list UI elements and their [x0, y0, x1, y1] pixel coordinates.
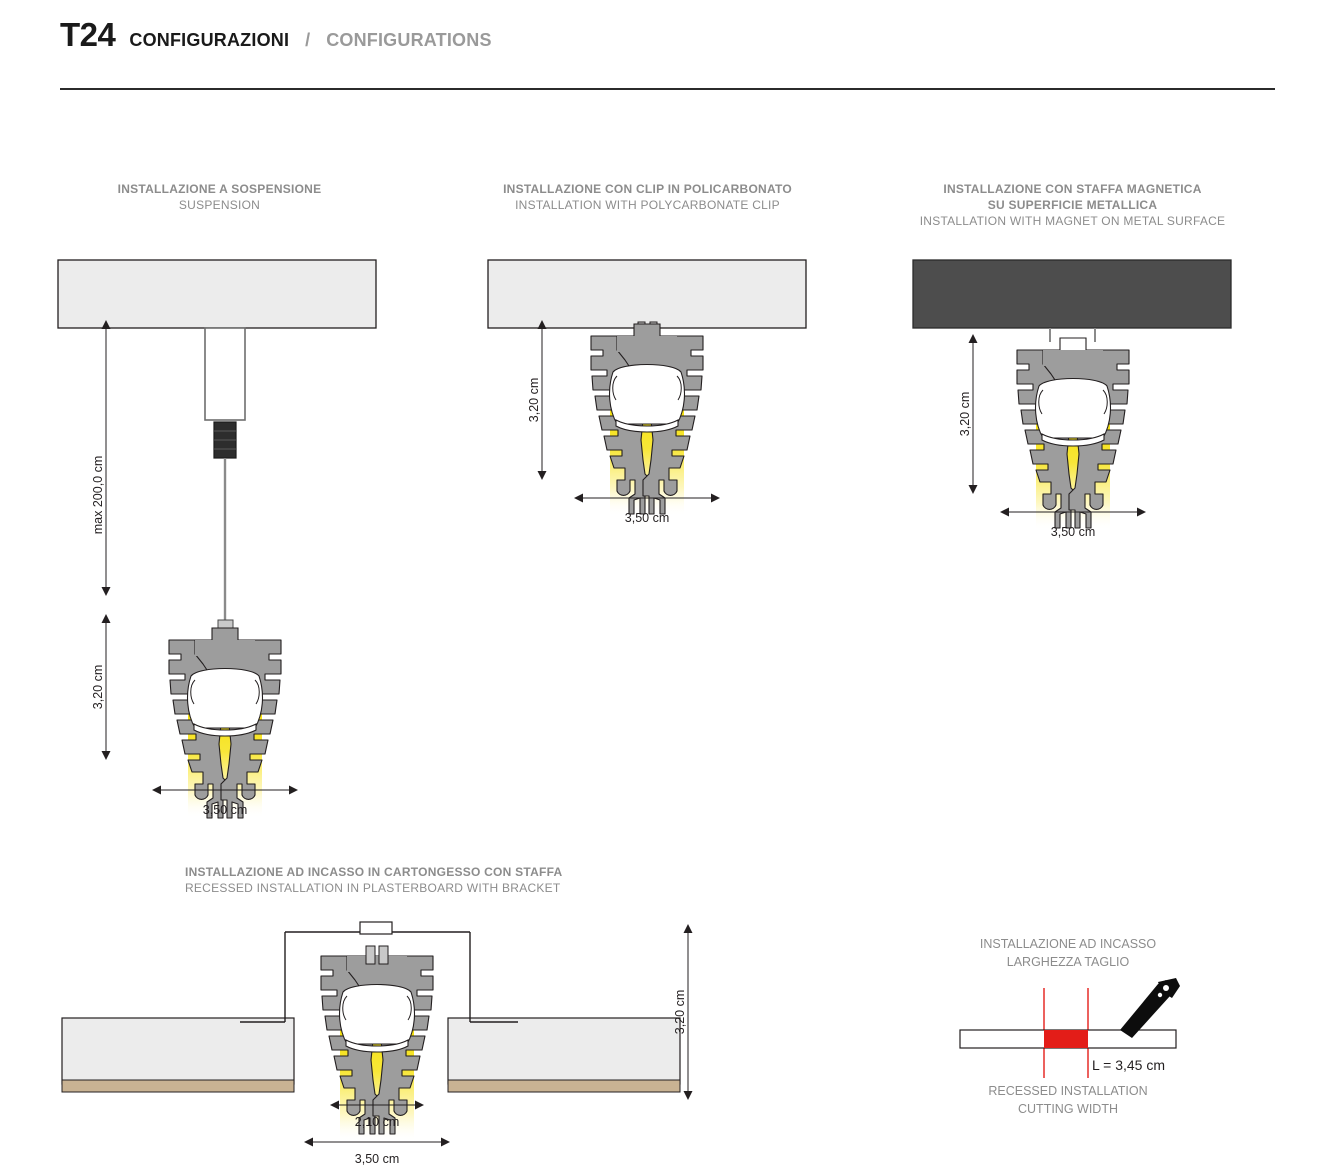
heading-recessed: INSTALLAZIONE AD INCASSO IN CARTONGESSO …: [185, 864, 563, 896]
heading-clip-it: INSTALLAZIONE CON CLIP IN POLICARBONATO: [503, 182, 792, 196]
heading-magnet: INSTALLAZIONE CON STAFFA MAGNETICA SU SU…: [900, 181, 1245, 230]
diagram-recessed: 3,20 cm 2,10 cm 3,50 cm: [40, 910, 740, 1170]
header-divider: [60, 88, 1275, 90]
led-profile: [320, 945, 434, 1135]
heading-suspension: INSTALLAZIONE A SOSPENSIONE SUSPENSION: [47, 181, 392, 213]
dim-height-label: 3,20 cm: [91, 665, 105, 709]
led-profile: [168, 627, 282, 819]
saw-icon: [1120, 978, 1180, 1038]
page-header: T24 CONFIGURAZIONI / CONFIGURATIONS: [60, 18, 492, 51]
dim-inner: 2,10 cm: [330, 1100, 424, 1129]
plasterboard-left: [61, 1017, 295, 1093]
led-profile: [1016, 337, 1130, 529]
diagram-suspension: max 200,0 cm 3,20 cm 3,50 cm: [40, 250, 377, 840]
dim-height: 3,20 cm: [673, 924, 693, 1100]
dim-width: 3,50 cm: [304, 1137, 450, 1166]
dim-height-label: 3,20 cm: [527, 378, 541, 422]
dim-width: 3,50 cm: [1000, 507, 1146, 539]
plasterboard-right: [447, 1017, 681, 1093]
diagram-magnet: 3,20 cm 3,50 cm: [895, 250, 1235, 550]
dim-height: 3,20 cm: [958, 334, 978, 494]
dim-height-label: 3,20 cm: [673, 990, 687, 1034]
dim-height-label: 3,20 cm: [958, 392, 972, 436]
product-code: T24: [60, 16, 116, 53]
heading-suspension-it: INSTALLAZIONE A SOSPENSIONE: [117, 182, 322, 196]
gripper-texture: [214, 430, 236, 450]
dim-inner-label: 2,10 cm: [355, 1115, 399, 1129]
heading-recessed-en: RECESSED INSTALLATION IN PLASTERBOARD WI…: [185, 881, 561, 896]
dim-height: 3,20 cm: [527, 320, 547, 480]
ceiling-slab: [57, 259, 377, 329]
ceiling-slab: [487, 259, 807, 329]
dim-width: 3,50 cm: [574, 493, 720, 525]
heading-suspension-en: SUSPENSION: [178, 198, 261, 213]
led-profile: [590, 323, 704, 515]
mounting-bracket: [240, 921, 518, 1023]
cutting-caption-en-line1: RECESSED INSTALLATION: [988, 1084, 1147, 1098]
cut-segment: [1044, 1030, 1088, 1048]
heading-recessed-it: INSTALLAZIONE AD INCASSO IN CARTONGESSO …: [185, 865, 563, 879]
dim-width: 3,50 cm: [152, 785, 298, 817]
magnet-bracket: [1049, 328, 1096, 342]
cutting-heading-it-line2: LARGHEZZA TAGLIO: [1007, 955, 1130, 969]
metal-ceiling-slab: [912, 259, 1232, 329]
title-separator: /: [305, 30, 311, 50]
heading-magnet-it-line1: INSTALLAZIONE CON STAFFA MAGNETICA: [943, 182, 1202, 196]
heading-magnet-it-line2: SU SUPERFICIE METALLICA: [987, 198, 1158, 213]
cut-length-label: L = 3,45 cm: [1092, 1057, 1165, 1073]
dim-width-label: 3,50 cm: [203, 803, 247, 817]
dim-max-drop-label: max 200,0 cm: [91, 456, 105, 535]
suspension-canopy: [204, 327, 246, 421]
page-title-en: CONFIGURATIONS: [326, 30, 492, 50]
dim-width-label: 3,50 cm: [355, 1152, 399, 1166]
diagram-clip: 3,20 cm 3,50 cm: [470, 250, 810, 550]
heading-clip-en: INSTALLATION WITH POLYCARBONATE CLIP: [515, 198, 780, 213]
diagram-cutting-width: INSTALLAZIONE AD INCASSO LARGHEZZA TAGLI…: [940, 930, 1220, 1120]
cutting-caption-en-line2: CUTTING WIDTH: [1018, 1102, 1118, 1116]
dim-height: 3,20 cm: [91, 614, 111, 760]
heading-magnet-en: INSTALLATION WITH MAGNET ON METAL SURFAC…: [919, 214, 1226, 229]
bracket-clip: [365, 945, 389, 965]
page-title-it: CONFIGURAZIONI: [129, 30, 290, 50]
dim-width-label: 3,50 cm: [1051, 525, 1095, 539]
dim-width-label: 3,50 cm: [625, 511, 669, 525]
cutting-heading-it-line1: INSTALLAZIONE AD INCASSO: [980, 937, 1156, 951]
heading-clip: INSTALLAZIONE CON CLIP IN POLICARBONATO …: [475, 181, 820, 213]
dim-max-drop: max 200,0 cm: [91, 320, 111, 596]
